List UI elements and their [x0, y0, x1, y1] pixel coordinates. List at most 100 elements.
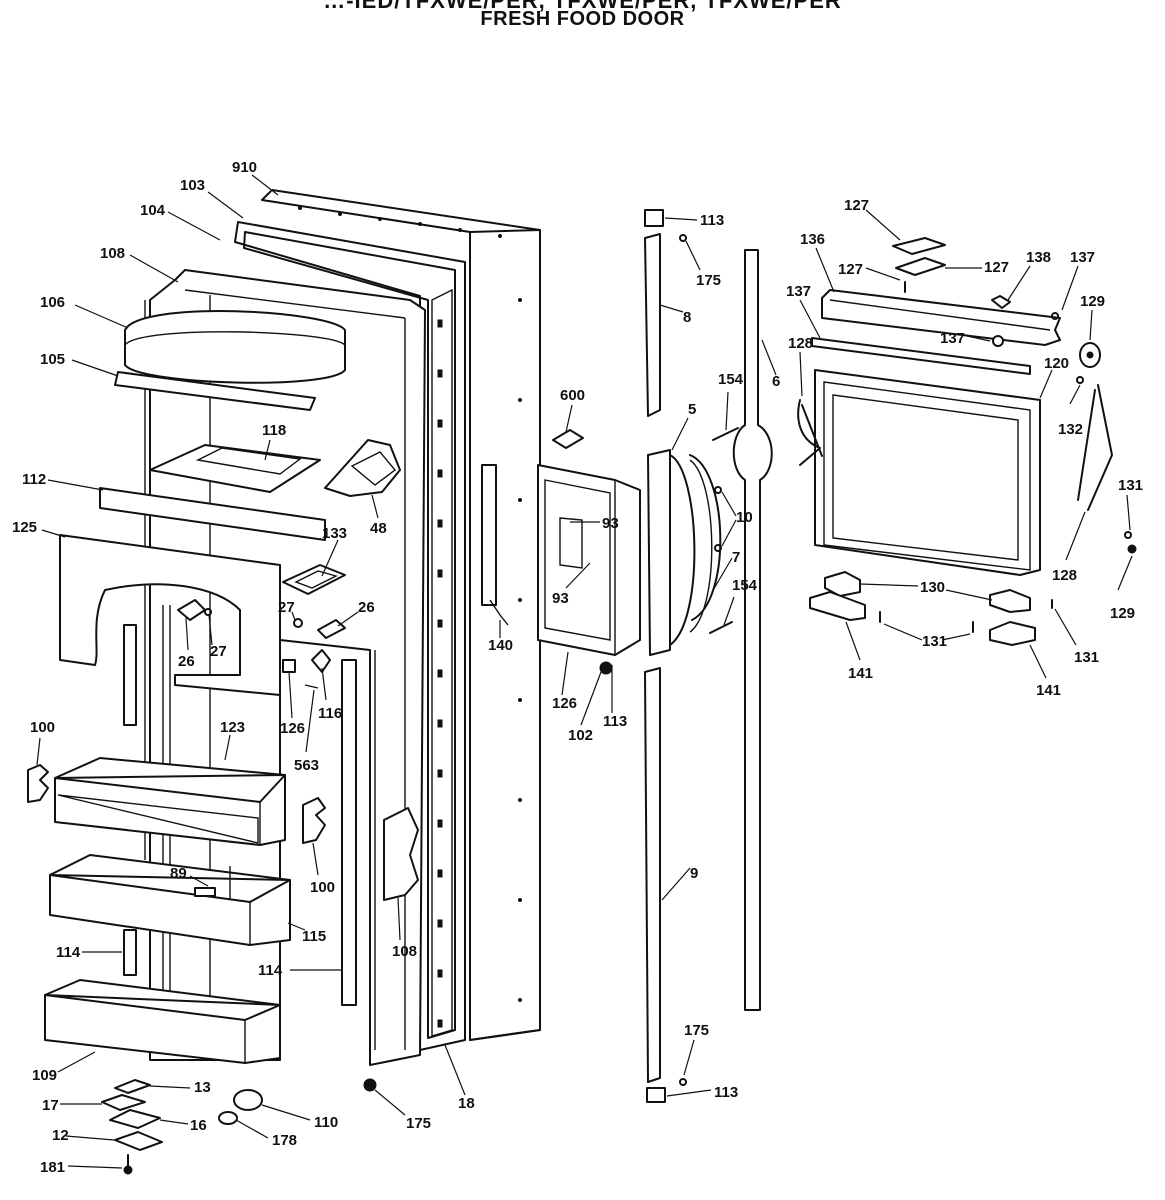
- callout-112: 112: [22, 471, 46, 488]
- callout-137-mid: 137: [940, 330, 965, 347]
- callout-113-frame: 113: [603, 713, 627, 730]
- callout-12: 12: [52, 1127, 69, 1144]
- callout-125: 125: [12, 519, 37, 536]
- hinge-cover-plate: [892, 237, 946, 293]
- callout-100-right: 100: [310, 879, 335, 896]
- callout-600: 600: [560, 387, 585, 404]
- callout-563: 563: [294, 757, 319, 774]
- callout-16: 16: [190, 1117, 207, 1134]
- callout-113-bottom: 113: [714, 1084, 738, 1101]
- callout-127-left: 127: [838, 261, 863, 278]
- callout-129-bottom: 129: [1110, 605, 1135, 622]
- shelf-strip-upper: [99, 487, 326, 541]
- callout-115: 115: [302, 928, 326, 945]
- bin-support-right: [302, 797, 326, 844]
- screw-175-bottom: [363, 1078, 377, 1092]
- callout-133: 133: [322, 525, 347, 542]
- long-trim-strip: [732, 249, 773, 1011]
- page-subtitle: FRESH FOOD DOOR: [480, 8, 685, 30]
- callout-132: 132: [1058, 421, 1083, 438]
- plug-126: [282, 659, 296, 673]
- door-handle: [647, 449, 713, 656]
- callout-102: 102: [568, 727, 593, 744]
- callout-129-top: 129: [1080, 293, 1105, 310]
- callout-5: 5: [688, 401, 696, 418]
- gasket-clip-holes: [437, 319, 443, 1028]
- callout-48: 48: [370, 520, 387, 537]
- hinge-hardware-bottom: [101, 1079, 163, 1175]
- lower-trim-strip: [644, 667, 687, 1103]
- callout-110: 110: [314, 1114, 338, 1131]
- callout-138: 138: [1026, 249, 1051, 266]
- callout-131-right: 131: [1074, 649, 1099, 666]
- callout-127-right: 127: [984, 259, 1009, 276]
- callout-123: 123: [220, 719, 245, 736]
- door-bin-lower: [44, 979, 281, 1064]
- callout-175-bottom: 175: [406, 1115, 431, 1132]
- side-rail-right: [383, 807, 419, 901]
- hinge-arm-right: [1077, 384, 1113, 511]
- dispenser-cover-panel: [59, 534, 281, 696]
- pivot-screws: [1076, 376, 1137, 554]
- callout-114-left: 114: [56, 944, 81, 961]
- callout-141-right: 141: [1036, 682, 1061, 699]
- dairy-shelf-strip: [114, 371, 316, 411]
- hinge-brackets-141: [809, 591, 1036, 646]
- callout-910: 910: [232, 159, 257, 176]
- callout-113-top: 113: [700, 212, 724, 229]
- hinge-bracket-136: [821, 289, 1061, 346]
- hinge-arm-left: [797, 399, 823, 466]
- callout-103: 103: [180, 177, 205, 194]
- washer-178: [218, 1111, 238, 1125]
- screws-131: [879, 599, 1053, 633]
- shelf-support-bracket: [324, 439, 401, 497]
- callout-137-left: 137: [786, 283, 811, 300]
- callout-27-lower: 27: [210, 643, 227, 660]
- handle-trim: [689, 454, 722, 621]
- callout-118: 118: [262, 422, 286, 439]
- callout-120: 120: [1044, 355, 1069, 372]
- callout-175-top: 175: [696, 272, 721, 289]
- wire-harness: [481, 464, 509, 626]
- callout-104: 104: [140, 202, 166, 219]
- page-title-model-line: …-IED/TFXWE/PER, TFXWE/PER, TFXWE/PER: [323, 0, 842, 13]
- callout-93-upper: 93: [602, 515, 619, 532]
- clip-138: [991, 295, 1011, 309]
- callout-10: 10: [736, 509, 753, 526]
- callout-154-top: 154: [718, 371, 744, 388]
- callout-130: 130: [920, 579, 945, 596]
- callout-26-right: 26: [358, 599, 375, 616]
- outer-door-panel: [261, 189, 541, 1041]
- grommet-102: [599, 661, 613, 675]
- callout-131-top: 131: [1118, 477, 1143, 494]
- callout-105: 105: [40, 351, 65, 368]
- dispenser-frame: [537, 464, 641, 656]
- dispenser-door-120: [814, 369, 1041, 576]
- plug-116: [304, 649, 331, 689]
- callout-7: 7: [732, 549, 740, 566]
- handle-screws: [709, 427, 739, 634]
- callout-26-left: 26: [178, 653, 195, 670]
- callout-127-top: 127: [844, 197, 869, 214]
- callout-126-liner: 126: [280, 720, 305, 737]
- callout-109: 109: [32, 1067, 57, 1084]
- callout-108-rail: 108: [392, 943, 417, 960]
- butter-tray: [149, 444, 321, 493]
- upper-trim-strip: [644, 209, 687, 417]
- ice-tray: [282, 564, 346, 595]
- callout-141-left: 141: [848, 665, 873, 682]
- callout-108: 108: [100, 245, 125, 262]
- callout-114-right: 114: [258, 962, 283, 979]
- callout-136: 136: [800, 231, 825, 248]
- cap-110: [233, 1089, 263, 1111]
- leader-lines: [36, 174, 1133, 1169]
- door-panel-dots: [298, 206, 522, 1002]
- callout-140: 140: [488, 637, 513, 654]
- callout-154-lower: 154: [732, 577, 758, 594]
- callout-13: 13: [194, 1079, 211, 1096]
- hinge-strip-137: [811, 312, 1059, 375]
- callout-8: 8: [683, 309, 691, 326]
- hinge-plates-130: [824, 571, 1031, 613]
- callout-128-left: 128: [788, 335, 813, 352]
